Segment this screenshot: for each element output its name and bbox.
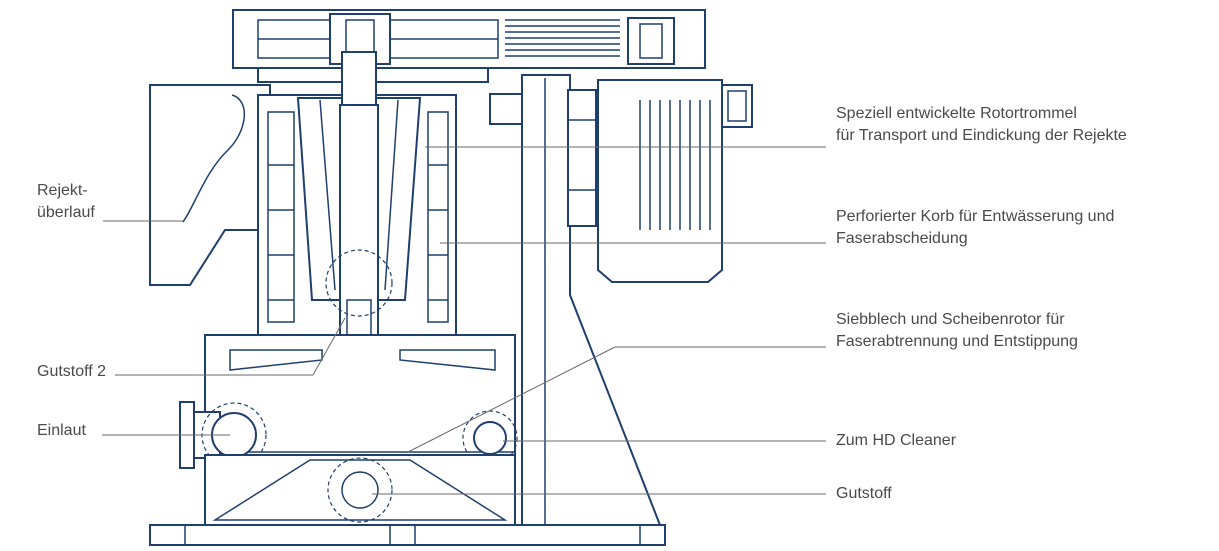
base-frame (149, 524, 666, 546)
label-perforated-basket-line-1: Perforierter Korb für Entwässerung und (836, 208, 1115, 225)
label-screen-plate-line-1: Siebblech und Scheibenrotor für (836, 311, 1065, 328)
label-rejekt-overflow-line-2: überlauf (37, 204, 95, 221)
label-accepts-2: Gutstoff 2 (37, 363, 107, 380)
label-screen-plate-line-2: Faserabtrennung und Entstippung (836, 333, 1078, 350)
leader-accepts-2-diagonal (312, 317, 346, 376)
label-rejekt-overflow: Rejekt- überlauf (37, 180, 95, 224)
label-rotor-drum-line-2: für Transport und Eindickung der Rejekte (836, 127, 1127, 144)
top-drive-housing (232, 9, 706, 69)
label-screen-plate: Siebblech und Scheibenrotor für Faserabt… (836, 309, 1078, 353)
motor-stand (489, 74, 662, 526)
label-hd-cleaner: Zum HD Cleaner (836, 432, 957, 449)
label-rotor-drum: Speziell entwickelte Rotortrommel für Tr… (836, 103, 1127, 147)
conical-bottom (204, 454, 516, 526)
rotor-center-circle (325, 249, 393, 317)
label-inlet: Einlaut (37, 422, 86, 439)
label-rejekt-overflow-line-1: Rejekt- (37, 182, 88, 199)
motor-coupling (567, 89, 597, 227)
label-perforated-basket-line-2: Faserabscheidung (836, 230, 968, 247)
label-accepts: Gutstoff (836, 485, 892, 502)
label-perforated-basket: Perforierter Korb für Entwässerung und F… (836, 206, 1114, 250)
reject-overflow-hopper (149, 84, 271, 286)
label-rotor-drum-line-1: Speziell entwickelte Rotortrommel (836, 105, 1077, 122)
leader-screen-plate-diagonal (407, 346, 616, 453)
motor (597, 79, 753, 283)
